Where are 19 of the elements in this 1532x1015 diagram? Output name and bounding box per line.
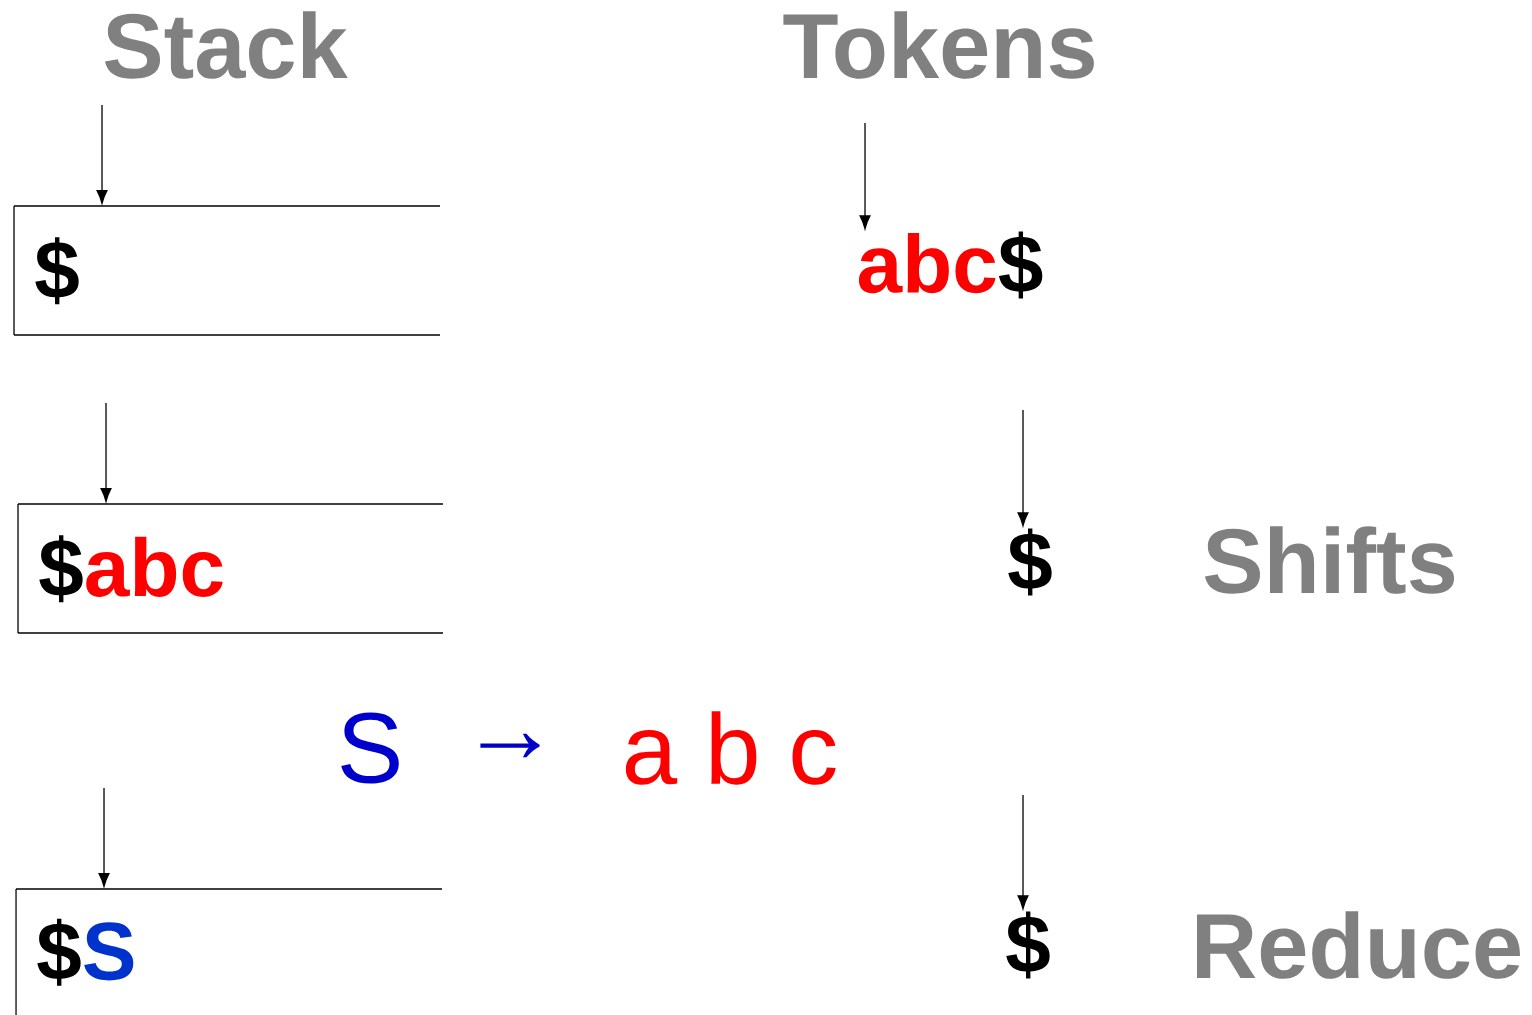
token-text: $ bbox=[1008, 528, 1052, 596]
heading: Stack bbox=[104, 11, 348, 79]
pointer-arrow bbox=[98, 787, 110, 887]
pointer-arrow bbox=[96, 104, 108, 204]
rule-arrow: → bbox=[480, 733, 540, 758]
stack-box: $S bbox=[15, 888, 443, 1015]
pointer-arrow bbox=[1017, 794, 1029, 910]
rule-symbol: S bbox=[341, 712, 399, 784]
pointer-arrow bbox=[100, 402, 112, 502]
heading: Tokens bbox=[783, 11, 1094, 79]
action-label: Shifts bbox=[1204, 526, 1455, 594]
pointer-arrow bbox=[859, 122, 871, 230]
stack-box: $abc bbox=[17, 503, 444, 634]
pointer-arrow bbox=[1017, 409, 1029, 527]
token-text: abc$ bbox=[858, 231, 1043, 299]
rule-text: a b c bbox=[625, 711, 836, 785]
action-label: Reduce bbox=[1197, 911, 1520, 979]
stack-box: $ bbox=[13, 205, 441, 336]
token-text: $ bbox=[1006, 911, 1050, 979]
